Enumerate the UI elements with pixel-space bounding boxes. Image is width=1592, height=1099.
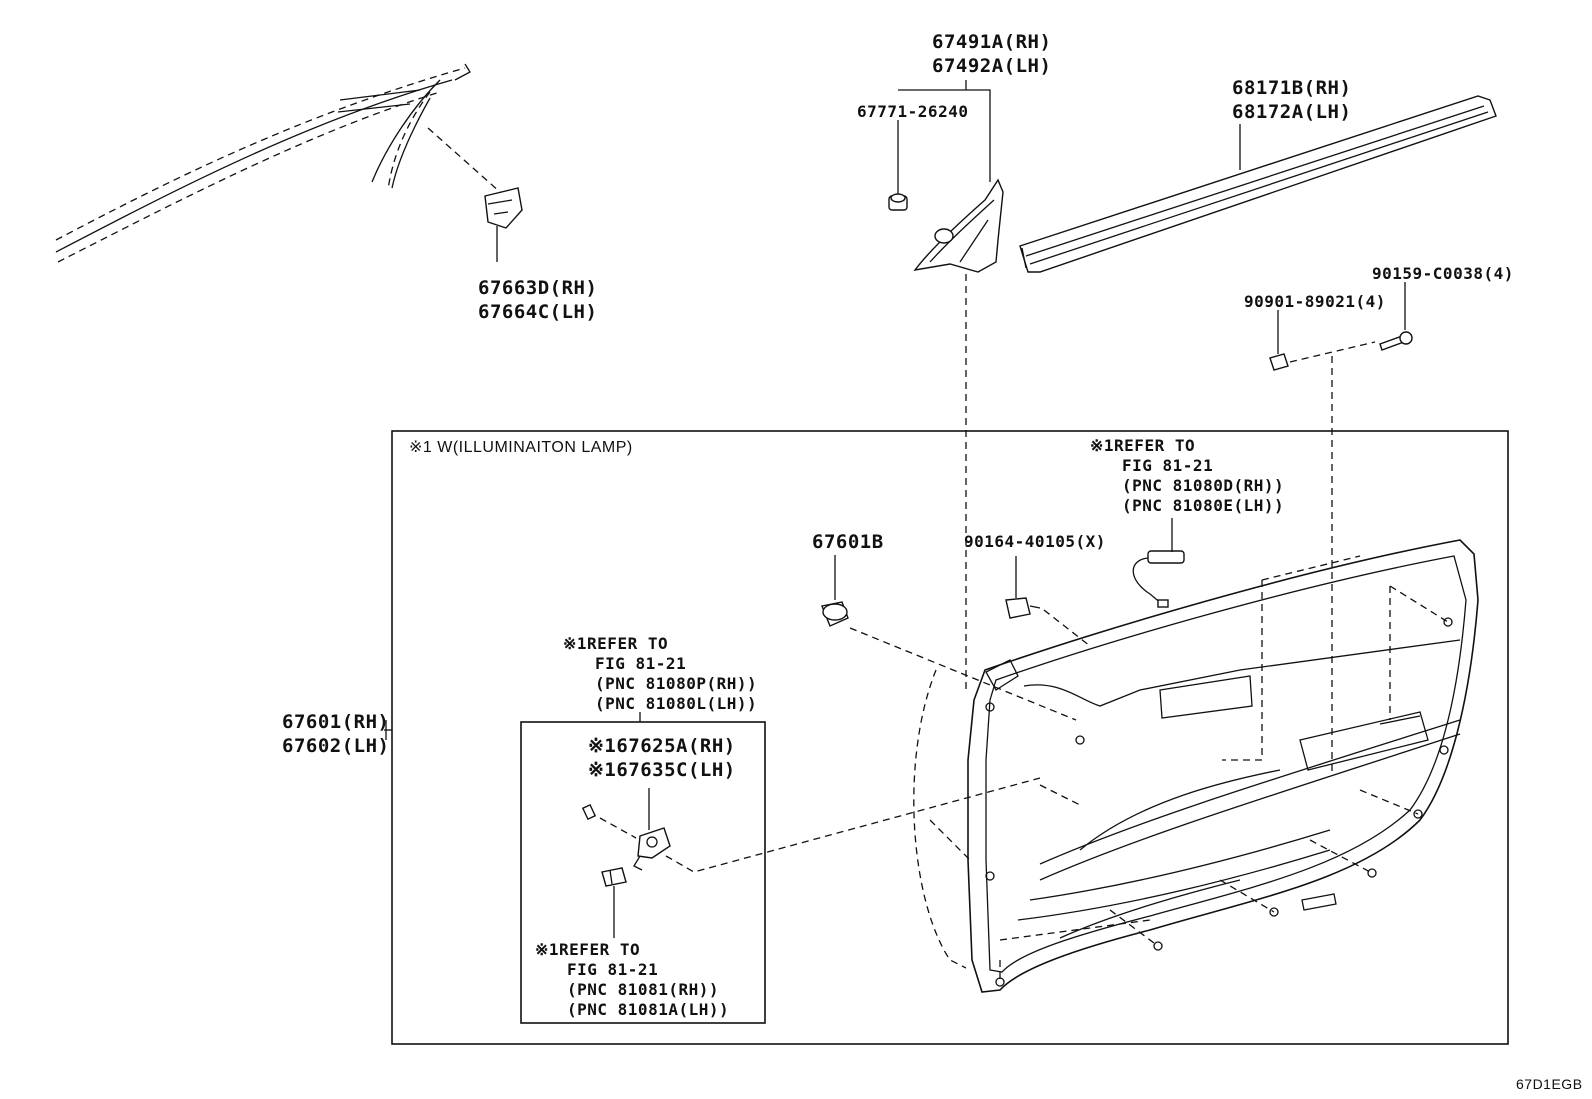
pnc-68171b: 68171B(RH)	[1232, 77, 1352, 99]
leader-nut-screw	[1289, 341, 1376, 363]
door-sash-outline	[55, 63, 471, 263]
label-nut: 90901-89021(4)	[1244, 292, 1386, 311]
pnc-67664c: 67664C(LH)	[478, 301, 598, 323]
label-mirror-clip: 67771-26240	[857, 102, 969, 121]
ref-line: ※1REFER TO	[535, 940, 641, 959]
ref-line: FIG 81-21	[595, 654, 687, 673]
lamp-socket-box	[520, 721, 766, 1024]
pnc-67491a: 67491A(RH)	[932, 31, 1052, 53]
trim-assembly-boundary	[391, 430, 1509, 1045]
clip-90164-part	[1005, 597, 1041, 619]
ref-line: (PNC 81080L(LH))	[595, 694, 758, 713]
label-door-trim-board: 67601(RH) 67602(LH)	[282, 710, 389, 758]
pnc-68172a: 68172A(LH)	[1232, 101, 1352, 123]
ref-line: FIG 81-21	[1122, 456, 1214, 475]
ref-line: ※1REFER TO	[563, 634, 669, 653]
mirror-cover-part	[913, 178, 1004, 273]
corner-cover-part	[484, 187, 523, 229]
leader-bulb-to-socket	[599, 817, 637, 839]
label-lamp-ref-top: ※1REFER TO FIG 81-21 (PNC 81080D(RH)) (P…	[1090, 436, 1284, 516]
nut-part	[1269, 353, 1289, 371]
boundary-note: ※1 W(ILLUMINAITON LAMP)	[409, 439, 633, 456]
bulb-part	[601, 867, 627, 887]
mirror-cover-leaders	[897, 80, 991, 196]
pnc-67635c: ※167635C(LH)	[588, 759, 736, 781]
leader-clip-to-trim	[849, 627, 1077, 721]
ref-line: (PNC 81080P(RH))	[595, 674, 758, 693]
pnc-67663d: 67663D(RH)	[478, 277, 598, 299]
leader-clip2-to-trim	[1043, 609, 1091, 647]
leader-sash-to-cover	[427, 127, 501, 193]
belt-moulding-part	[1019, 95, 1497, 273]
figure-code: 67D1EGB	[1516, 1076, 1583, 1092]
trim-clip-leaders	[913, 555, 1449, 982]
label-corner-cover: 67663D(RH) 67664C(LH)	[478, 276, 597, 324]
pnc-67492a: 67492A(LH)	[932, 55, 1052, 77]
label-screw: 90159-C0038(4)	[1372, 264, 1514, 283]
ref-line: FIG 81-21	[567, 960, 659, 979]
ref-line: (PNC 81080D(RH))	[1122, 476, 1285, 495]
label-lamp-socket: ※167625A(RH) ※167635C(LH)	[588, 734, 736, 782]
label-bulb-ref: ※1REFER TO FIG 81-21 (PNC 81081(RH)) (PN…	[535, 940, 729, 1020]
ref-line: (PNC 81081A(LH))	[567, 1000, 730, 1019]
pnc-67601: 67601(RH)	[282, 711, 390, 733]
ref-line: ※1REFER TO	[1090, 436, 1196, 455]
door-trim-board-part	[967, 539, 1479, 993]
lamp-socket-part	[581, 803, 671, 871]
leader-socket-to-trim	[665, 777, 1041, 873]
pnc-67625a: ※167625A(RH)	[588, 735, 736, 757]
label-lamp-ref-left: ※1REFER TO FIG 81-21 (PNC 81080P(RH)) (P…	[563, 634, 757, 714]
label-clip-67601b: 67601B	[812, 531, 884, 553]
ref-line: (PNC 81080E(LH))	[1122, 496, 1285, 515]
mirror-clip-part	[888, 193, 908, 211]
ref-line: (PNC 81081(RH))	[567, 980, 719, 999]
label-belt-moulding: 68171B(RH) 68172A(LH)	[1232, 76, 1351, 124]
label-mirror-cover: 67491A(RH) 67492A(LH)	[932, 30, 1051, 78]
screw-part	[1379, 331, 1413, 351]
clip-67601b-part	[821, 601, 849, 627]
label-clip-90164: 90164-40105(X)	[964, 532, 1106, 551]
courtesy-lamp-wire	[1132, 550, 1185, 608]
pnc-67602: 67602(LH)	[282, 735, 390, 757]
